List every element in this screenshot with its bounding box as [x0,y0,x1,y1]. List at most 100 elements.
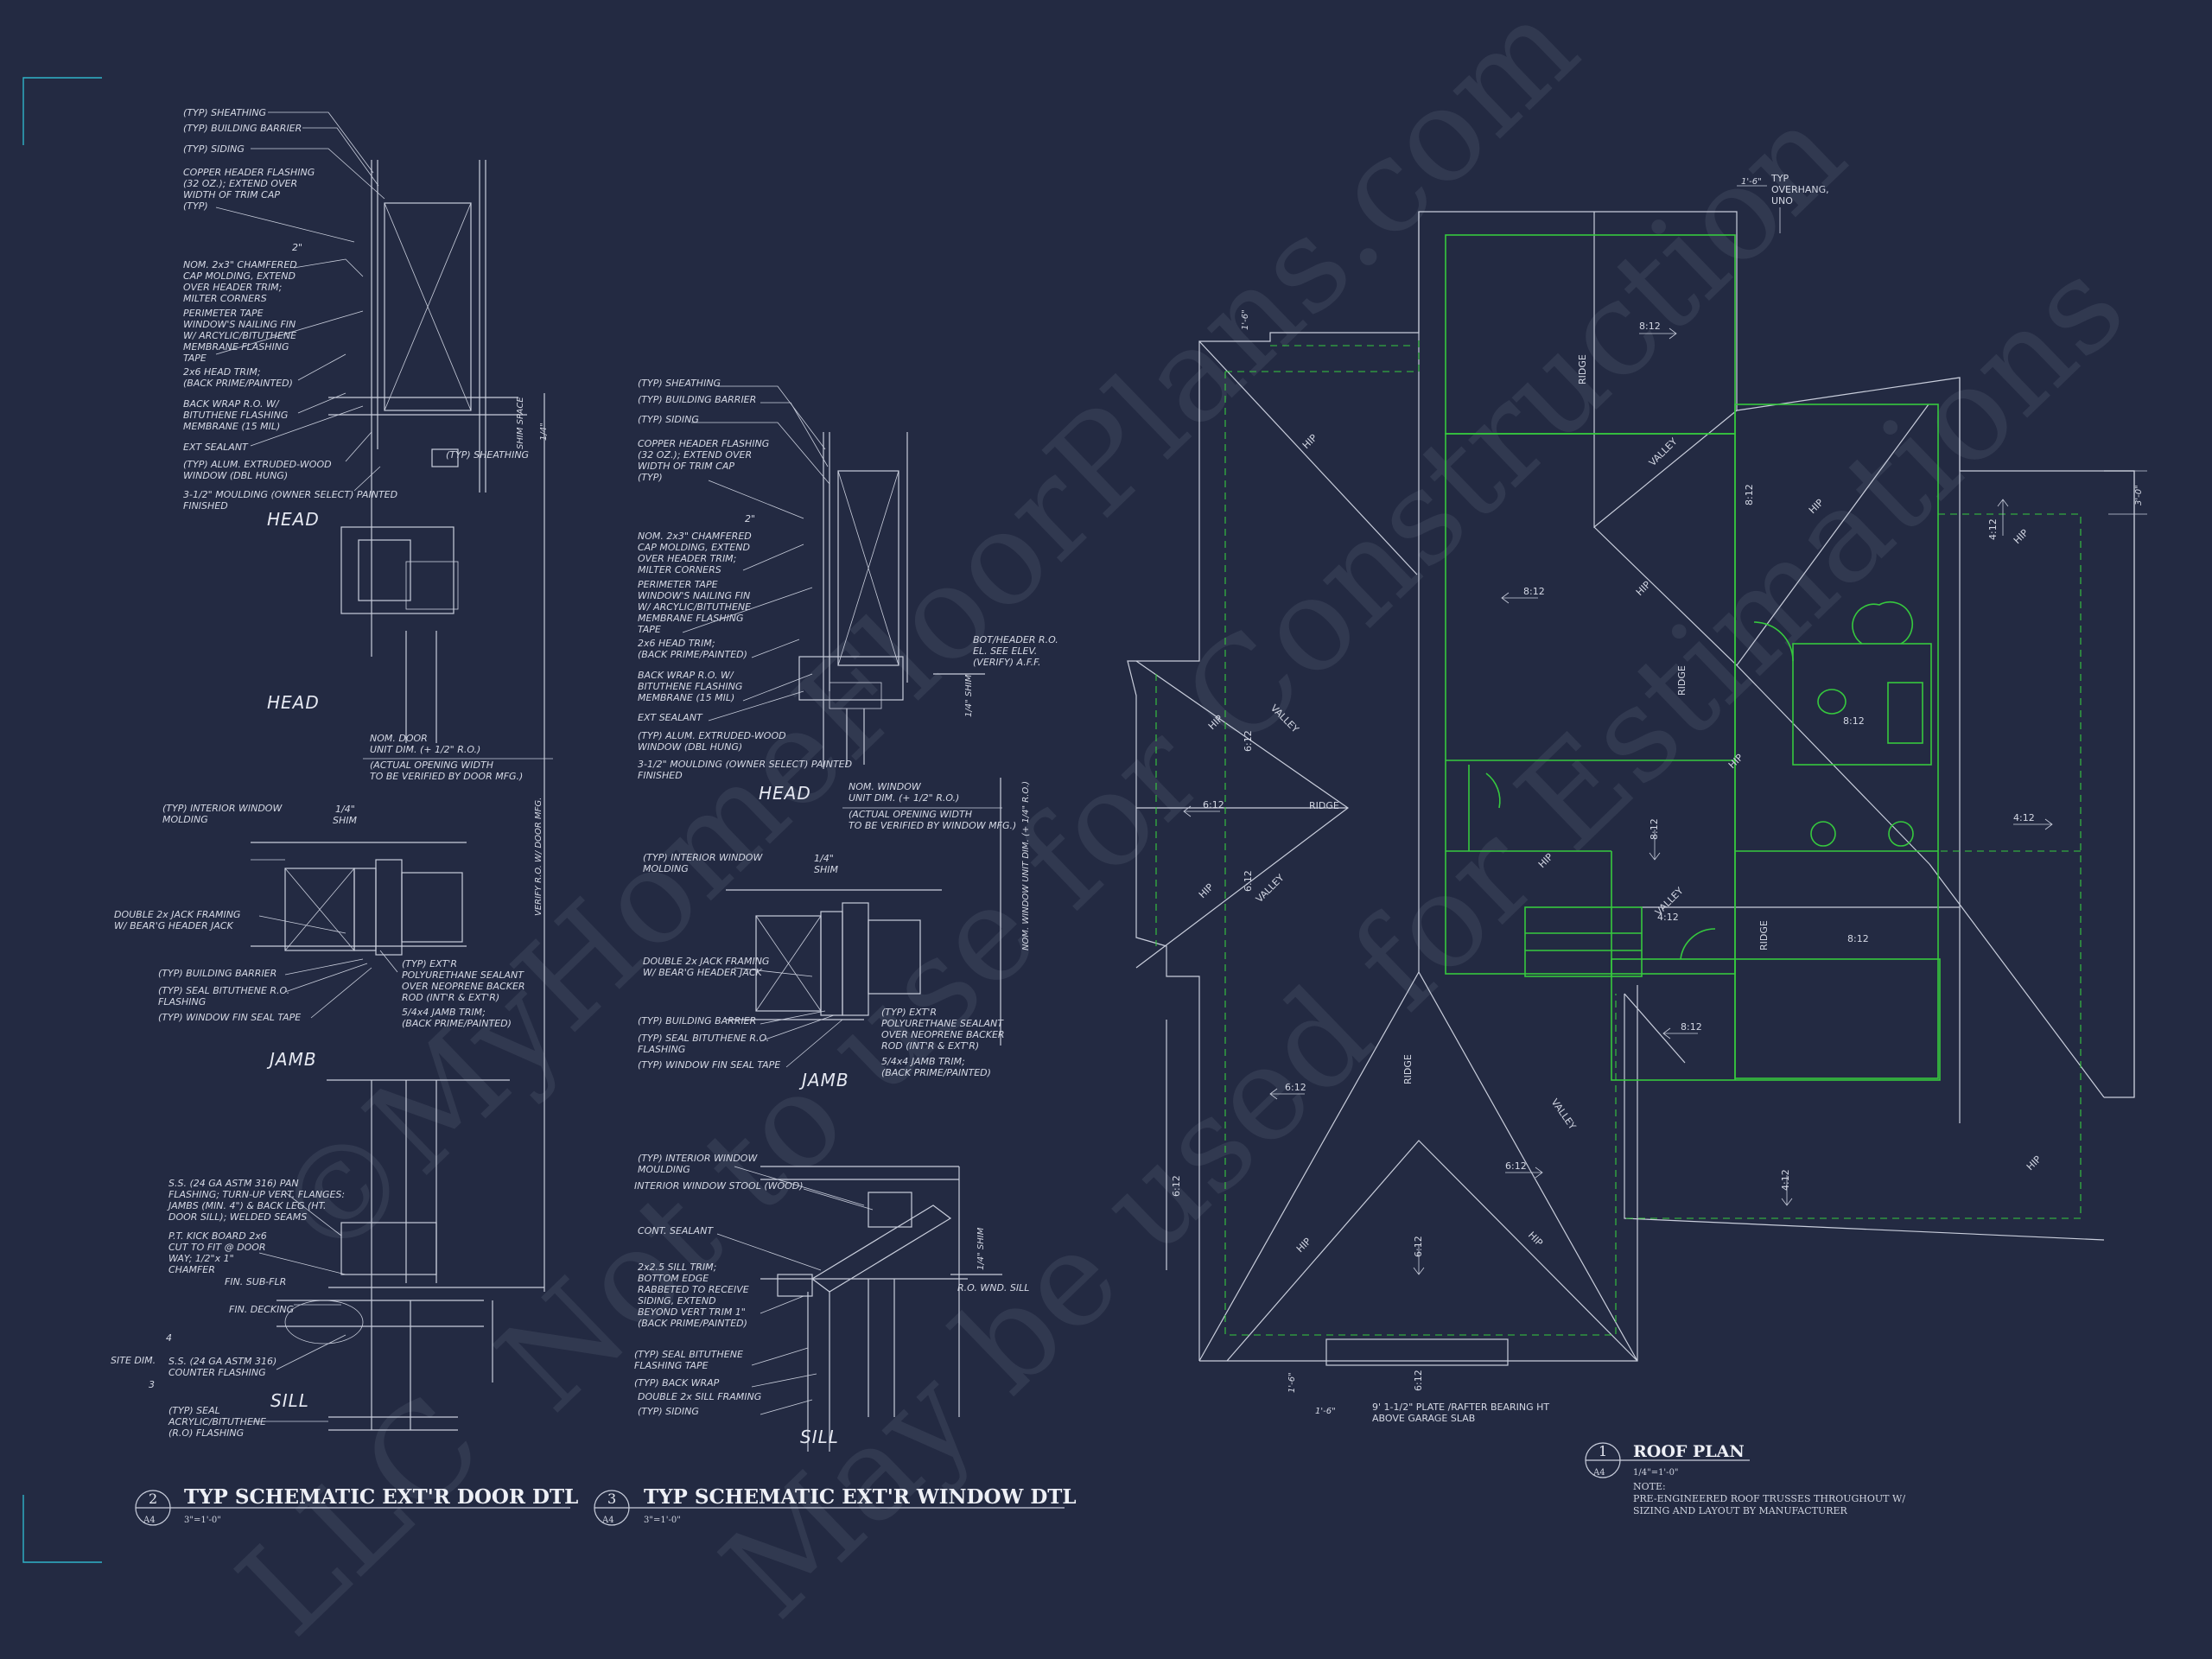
roof-slope-15: 6:12 [1413,1236,1424,1257]
door-detail-number: 2 [149,1491,157,1507]
window-head-label-0: (TYP) SHEATHING [638,378,721,389]
roof-slope-2: 8:12 [1523,586,1545,597]
roof-slope-3: 8:12 [1744,484,1755,505]
door-sill-label-14: (R.O) FLASHING [168,1427,244,1439]
roof-dims: 1'-6" TYP OVERHANG, UNO 1'-6" 3'-0" 1'-6… [1241,173,2147,1424]
window-bot-header-2: (VERIFY) A.F.F. [973,657,1041,668]
door-site-dim: SITE DIM. [111,1355,156,1366]
roof-slope-5: 8:12 [1649,818,1660,840]
door-jamb-labels: (TYP) INTERIOR WINDOW MOLDING DOUBLE 2x … [114,803,525,1070]
window-jamb-label-4: (TYP) BUILDING BARRIER [638,1015,756,1027]
window-jamb-label-7: (TYP) WINDOW FIN SEAL TAPE [638,1059,780,1071]
window-sill-label-5: BOTTOM EDGE [638,1273,709,1284]
window-head-label-20: MEMBRANE (15 MIL) [638,692,734,703]
door-sill-section [276,1079,544,1431]
window-head-label-3: COPPER HEADER FLASHING [638,438,769,449]
door-head-labels: (TYP) SHEATHING (TYP) BUILDING BARRIER (… [183,107,549,713]
door-dim-note-3: TO BE VERIFIED BY DOOR MFG.) [370,771,523,782]
roof-hip-label-7: HIP [1726,752,1745,771]
roof-garage-dim-2: 1'-6" [1315,1407,1336,1416]
door-sill-label-7: CHAMFER [168,1264,215,1275]
roof-plan-number: 1 [1599,1443,1607,1459]
roof-plan-note-0: PRE-ENGINEERED ROOF TRUSSES THROUGHOUT W… [1633,1493,1905,1504]
window-jamb-label-2: DOUBLE 2x JACK FRAMING [643,956,769,967]
roof-plan: 1'-6" TYP OVERHANG, UNO 1'-6" 3'-0" 1'-6… [1127,173,2147,1516]
window-dim-note-1: UNIT DIM. (+ 1/2" R.O.) [849,792,959,804]
door-jamb-section [251,842,467,956]
door-jamb-label-3: W/ BEAR'G HEADER JACK [114,920,234,931]
window-head-label-4: (32 OZ.); EXTEND OVER [638,449,752,461]
door-head-label-2: (TYP) SIDING [183,143,245,155]
roof-plan-title: ROOF PLAN [1633,1442,1745,1461]
window-shim-label: 1/4" [814,853,834,864]
roof-ridge-label-5: RIDGE [1402,1054,1414,1084]
window-head-label-25: FINISHED [638,770,683,781]
roof-plan-note-1: SIZING AND LAYOUT BY MANUFACTURER [1633,1505,1848,1516]
window-head-label-6: (TYP) [638,472,663,483]
door-head-label-25: FINISHED [183,500,228,512]
window-dim-2: 2" [745,513,755,524]
window-sill-label-8: BEYOND VERT TRIM 1" [638,1306,746,1318]
door-shim-label-2: SHIM [333,815,357,826]
door-head-label-7: NOM. 2x3" CHAMFERED [183,259,297,270]
window-bot-header-0: BOT/HEADER R.O. [973,634,1058,645]
window-head-label-2: (TYP) SIDING [638,414,699,425]
window-sill-label-2: INTERIOR WINDOW STOOL (WOOD) [634,1180,804,1192]
window-sill-label-12: (TYP) BACK WRAP [634,1377,720,1389]
door-dim-note-1: UNIT DIM. (+ 1/2" R.O.) [370,744,480,755]
roof-overhang-note-2: UNO [1771,195,1793,207]
window-sill-label-3: CONT. SEALANT [638,1225,714,1236]
door-sill-title: SILL [270,1390,309,1411]
door-detail-title: TYP SCHEMATIC EXT'R DOOR DTL [184,1485,578,1509]
door-dim-note: NOM. DOOR UNIT DIM. (+ 1/2" R.O.) (ACTUA… [363,733,553,782]
roof-valley-label-3: VALLEY [1254,872,1287,905]
roof-overhang-note-0: TYP [1770,173,1789,184]
door-head-label-13: W/ ARCYLIC/BITUTHENE [183,330,296,341]
door-dim-2: 2" [292,242,302,253]
window-head-label-13: W/ ARCYLIC/BITUTHENE [638,601,751,613]
door-head-label-10: MILTER CORNERS [183,293,267,304]
door-jamb-label-7: (TYP) WINDOW FIN SEAL TAPE [158,1012,301,1023]
window-sill-label-0: (TYP) INTERIOR WINDOW [638,1153,758,1164]
door-head-label-6: (TYP) [183,200,208,212]
door-jamb-label-5: (TYP) SEAL BITUTHENE R.O. [158,985,289,996]
door-dim-note-0: NOM. DOOR [370,733,428,744]
roof-slope-8: 4:12 [2013,812,2035,823]
roof-slope-18: 8:12 [1847,933,1869,944]
window-head-label-21: EXT SEALANT [638,712,703,723]
roof-garage-dim-1: 1'-6" [1287,1372,1297,1393]
window-shim-label-2: SHIM [814,864,838,875]
roof-valley-label-5: VALLEY [1549,1096,1579,1132]
window-dim-note: NOM. WINDOW UNIT DIM. (+ 1/2" R.O.) (ACT… [842,778,1031,1046]
roof-slope-16: 6:12 [1171,1175,1182,1197]
door-sill-label-2: JAMBS (MIN. 4") & BACK LEG (HT. [167,1200,327,1211]
roof-ridge-label-1: RIDGE [1577,354,1588,385]
corner-marks [22,77,102,1563]
door-sill-label-1: FLASHING; TURN-UP VERT. FLANGES: [168,1189,345,1200]
roof-plan-note-label: NOTE: [1633,1481,1666,1492]
window-head-label-14: MEMBRANE FLASHING [638,613,744,624]
window-head-label-18: BACK WRAP R.O. W/ [638,670,734,681]
window-dim-note-3: TO BE VERIFIED BY WINDOW MFG.) [849,820,1016,831]
door-jamb-r-label-4: 5/4x4 JAMB TRIM; [402,1007,486,1018]
door-sill-label-8: FIN. SUB-FLR [225,1276,286,1287]
watermark: ©MyHomeFloorPlans.com Not to use for Con… [211,0,2152,1659]
door-sill-labels: S.S. (24 GA ASTM 316) PAN FLASHING; TURN… [111,1178,346,1439]
door-jamb-label-1: MOLDING [162,814,208,825]
roof-ridge-label-4: RIDGE [1758,920,1770,950]
roof-hip-label-10: HIP [1526,1230,1545,1249]
door-head-label-16: 2x6 HEAD TRIM; [183,366,261,378]
window-jamb-r-label-2: OVER NEOPRENE BACKER [881,1029,1005,1040]
door-sill-label-13: ACRYLIC/BITUTHENE [168,1416,266,1427]
window-sill-label-7: SIDING, EXTEND [638,1295,716,1306]
roof-valley-label-1: VALLEY [1647,435,1680,468]
door-jamb-title: JAMB [266,1049,317,1070]
window-head-label-8: CAP MOLDING, EXTEND [638,542,750,553]
window-head-label-15: TAPE [638,624,661,635]
roof-side-dim: 1'-6" [1241,309,1250,330]
window-detail-title: TYP SCHEMATIC EXT'R WINDOW DTL [644,1485,1077,1509]
roof-ridge-label-3: RIDGE [1309,800,1339,811]
window-sill-shim: 1/4" SHIM [976,1227,986,1270]
watermark-line-4: LLC [211,1368,511,1659]
door-sill-label-0: S.S. (24 GA ASTM 316) PAN [168,1178,299,1189]
